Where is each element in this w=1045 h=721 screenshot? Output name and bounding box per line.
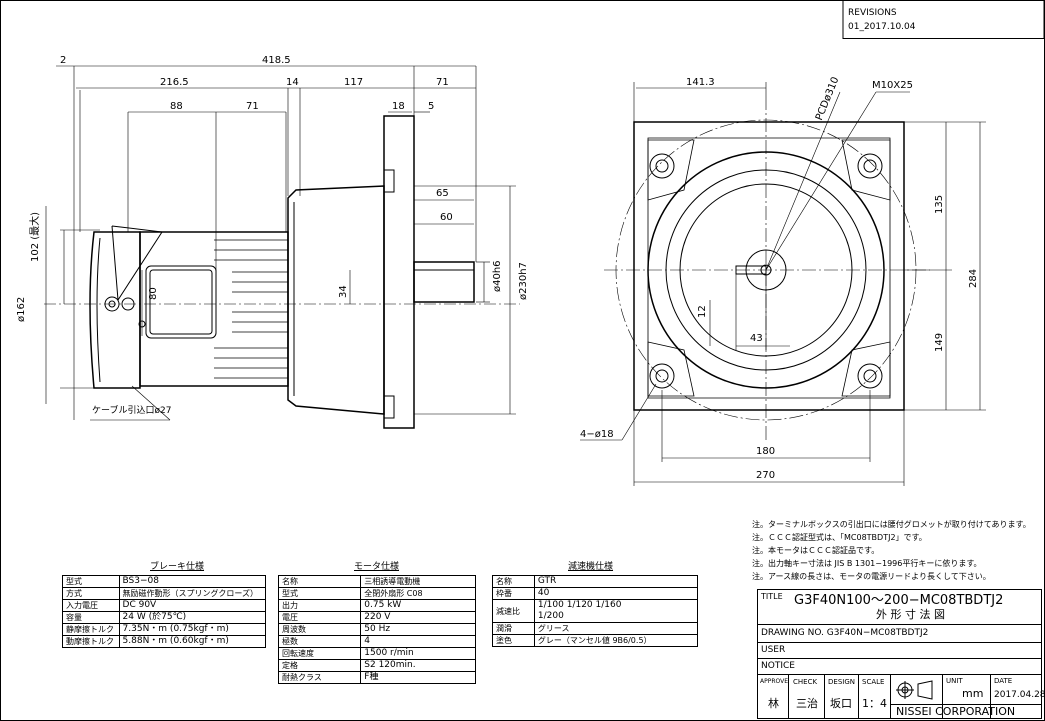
title-label: TITLE <box>761 592 783 601</box>
dim-key-65: 65 <box>436 188 449 199</box>
unit-value: mm <box>962 687 984 700</box>
dim-brake-88: 88 <box>170 101 183 112</box>
table-row: 方式無励磁作動形（スプリングクローズ） <box>62 587 267 600</box>
dim-terminal-80: 80 <box>148 287 159 300</box>
projection-symbol-icon <box>896 680 933 700</box>
dim-width-half: 141.3 <box>686 77 715 88</box>
table-row: 潤滑グリース <box>492 622 699 635</box>
dim-key-43: 43 <box>750 333 763 344</box>
date-value: 2017.04.28 <box>994 690 1045 700</box>
motor-spec-title: モータ仕様 <box>354 562 400 572</box>
dim-lower-height: 149 <box>934 332 945 352</box>
note-3: 注。本モータはＣＣＣ認証品です。 <box>752 546 880 555</box>
check-name: 三治 <box>796 697 818 710</box>
table-row: 型式全閉外扇形 C08 <box>277 587 476 600</box>
dim-tap: M10X25 <box>872 80 913 91</box>
dim-shaft-offset: 34 <box>338 285 349 298</box>
side-view <box>44 65 520 429</box>
unit-label: UNIT <box>946 677 963 685</box>
dim-pilot-dia: ø230h7 <box>518 262 529 300</box>
title-block: TITLE G3F40N100〜200−MC08TBDTJ2 外 形 寸 法 図… <box>757 589 1045 719</box>
dim-flange-18: 18 <box>392 101 405 112</box>
table-row: 名称三相誘導電動機 <box>277 575 476 588</box>
brake-spec-title: ブレーキ仕様 <box>150 562 205 572</box>
dim-hole-pitch: 180 <box>756 446 776 457</box>
dim-key-60: 60 <box>440 212 453 223</box>
dim-upper-height: 135 <box>934 194 945 214</box>
dim-brake-height: 102 (最大) <box>30 211 41 262</box>
user-label: USER <box>761 645 786 655</box>
drawing-subtitle: 外 形 寸 法 図 <box>876 608 945 621</box>
notice-label: NOTICE <box>761 661 795 671</box>
note-4: 注。出力軸キー寸法は JIS B 1301−1996平行キーに依ります。 <box>752 559 982 568</box>
dim-motor-71: 71 <box>246 101 259 112</box>
dim-overall: 418.5 <box>262 55 291 66</box>
reducer-spec-title: 減速機仕様 <box>568 562 614 572</box>
dim-shaft-dia: ø40h6 <box>492 260 503 292</box>
approve-label: APPROVE <box>760 678 789 685</box>
dim-total-height: 284 <box>968 268 979 288</box>
dim-brake-section: 216.5 <box>160 77 189 88</box>
note-5: 注。アース線の長さは、モータの電源リードより長くして下さい。 <box>752 572 991 581</box>
note-2: 注。ＣＣＣ認証型式は、「MC08TBDTJ2」です。 <box>752 533 927 542</box>
company-name: NISSEI CORPORATION <box>896 705 1016 718</box>
dim-motor-dia: ø162 <box>16 296 27 322</box>
note-1: 注。ターミナルボックスの引出口には腰付グロメットが取り付けてあります。 <box>752 520 1031 529</box>
front-view <box>580 82 986 486</box>
table-row: 塗色グレー（マンセル値 9B6/0.5） <box>492 634 699 647</box>
approve-name: 林 <box>768 697 779 710</box>
dim-gear-body: 117 <box>344 77 364 88</box>
dim-flange-thickness: 14 <box>286 77 299 88</box>
scale-label: SCALE <box>862 678 885 686</box>
dim-offset-left: 2 <box>60 55 67 66</box>
design-label: DESIGN <box>828 678 855 686</box>
revisions-entry: 01_2017.10.04 <box>848 22 916 32</box>
dim-base-width: 270 <box>756 470 776 481</box>
revisions-heading: REVISIONS <box>848 8 897 18</box>
cable-entry-note: ケーブル引込口ø27 <box>92 406 172 416</box>
scale-value: 1：4 <box>862 697 887 710</box>
dim-holes: 4−ø18 <box>580 429 614 440</box>
drawing-title: G3F40N100〜200−MC08TBDTJ2 <box>794 593 1004 608</box>
dim-shaft-length: 71 <box>436 77 449 88</box>
dim-shaft-5: 5 <box>428 101 435 112</box>
date-label: DATE <box>994 677 1013 685</box>
drawing-number: DRAWING NO. G3F40N−MC08TBDTJ2 <box>761 628 929 638</box>
dim-key-12: 12 <box>697 305 708 318</box>
design-name: 坂口 <box>830 697 852 710</box>
check-label: CHECK <box>793 678 818 686</box>
